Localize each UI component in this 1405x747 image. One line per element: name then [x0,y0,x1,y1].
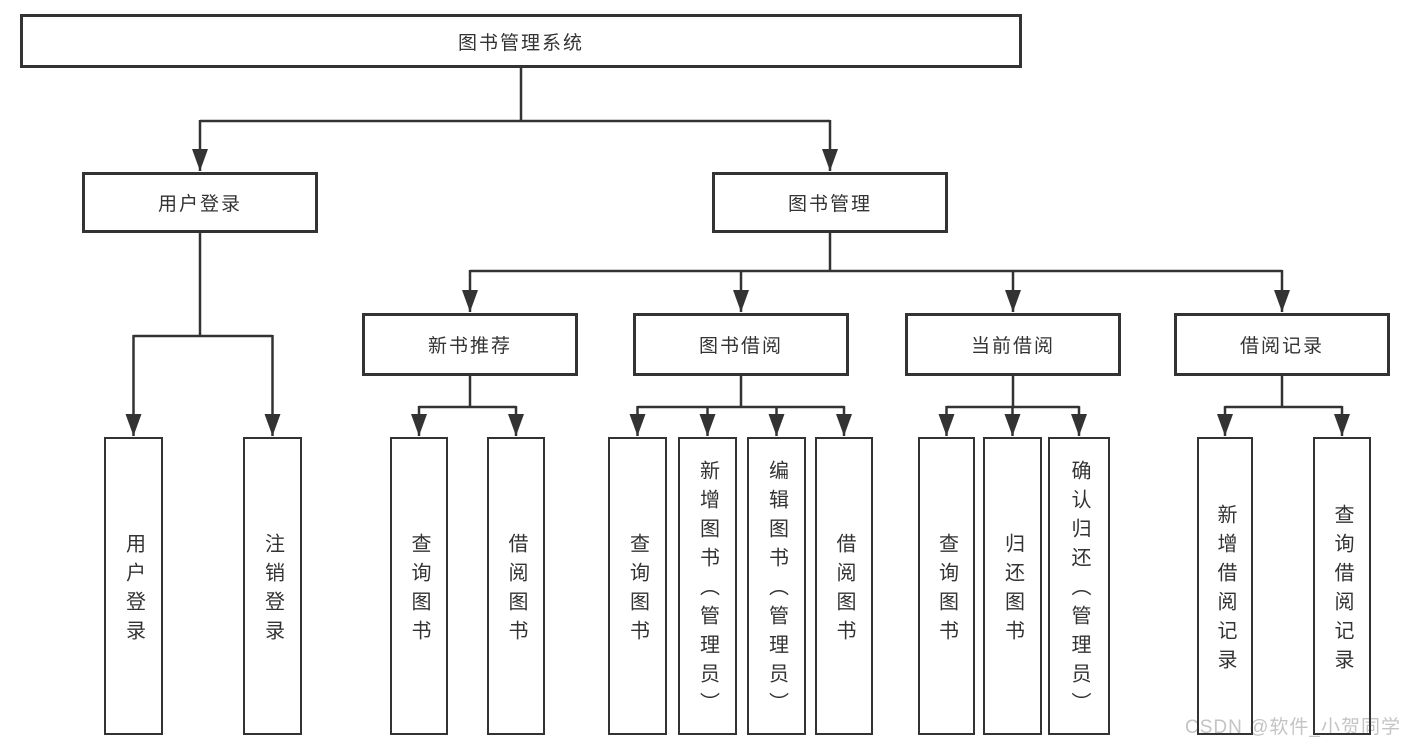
node-new-book-recommend-label: 新书推荐 [427,336,512,357]
leaf-borrow-books-recommend-label: 借阅图书 [505,532,527,649]
leaf-edit-books-admin: 编辑图书（管理员） [747,437,806,735]
node-new-book-recommend: 新书推荐 [362,313,578,376]
leaf-confirm-return-admin: 确认归还（管理员） [1048,437,1110,735]
leaf-user-login-label: 用户登录 [122,532,145,649]
leaf-query-books-current-label: 查询图书 [935,532,958,649]
leaf-return-books: 归还图书 [983,437,1042,735]
node-root-label: 图书管理系统 [457,32,584,54]
leaf-borrow-books-label: 借阅图书 [833,532,855,649]
leaf-query-books-recommend-label: 查询图书 [408,532,430,649]
leaf-logout-label: 注销登录 [261,532,284,649]
leaf-return-books-label: 归还图书 [1001,532,1024,649]
leaf-confirm-return-admin-label: 确认归还（管理员） [1068,460,1090,721]
leaf-borrow-books: 借阅图书 [815,437,873,735]
leaf-add-books-admin: 新增图书（管理员） [678,437,737,735]
node-current-borrow-label: 当前借阅 [970,336,1055,357]
node-book-borrow-label: 图书借阅 [698,336,783,357]
node-book-borrow: 图书借阅 [633,313,849,376]
leaf-borrow-books-recommend: 借阅图书 [487,437,545,735]
leaf-query-borrow-record-label: 查询借阅记录 [1331,503,1353,678]
leaf-user-login: 用户登录 [104,437,163,735]
node-book-management: 图书管理 [712,172,948,233]
node-book-management-label: 图书管理 [787,194,872,215]
node-borrow-records: 借阅记录 [1174,313,1390,376]
node-current-borrow: 当前借阅 [905,313,1121,376]
node-root: 图书管理系统 [20,14,1022,68]
leaf-edit-books-admin-label: 编辑图书（管理员） [765,460,788,721]
leaf-add-books-admin-label: 新增图书（管理员） [696,460,719,721]
node-user-login-label: 用户登录 [157,194,242,215]
leaf-query-books-current: 查询图书 [918,437,975,735]
node-borrow-records-label: 借阅记录 [1239,336,1324,357]
node-user-login: 用户登录 [82,172,318,233]
leaf-query-books-recommend: 查询图书 [390,437,448,735]
leaf-query-books-borrow: 查询图书 [608,437,667,735]
csdn-watermark: CSDN @软件_小贺同学 [1185,717,1401,738]
leaf-query-books-borrow-label: 查询图书 [626,532,649,649]
leaf-add-borrow-record-label: 新增借阅记录 [1214,503,1236,678]
leaf-query-borrow-record: 查询借阅记录 [1313,437,1371,735]
leaf-add-borrow-record: 新增借阅记录 [1197,437,1253,735]
leaf-logout: 注销登录 [243,437,302,735]
